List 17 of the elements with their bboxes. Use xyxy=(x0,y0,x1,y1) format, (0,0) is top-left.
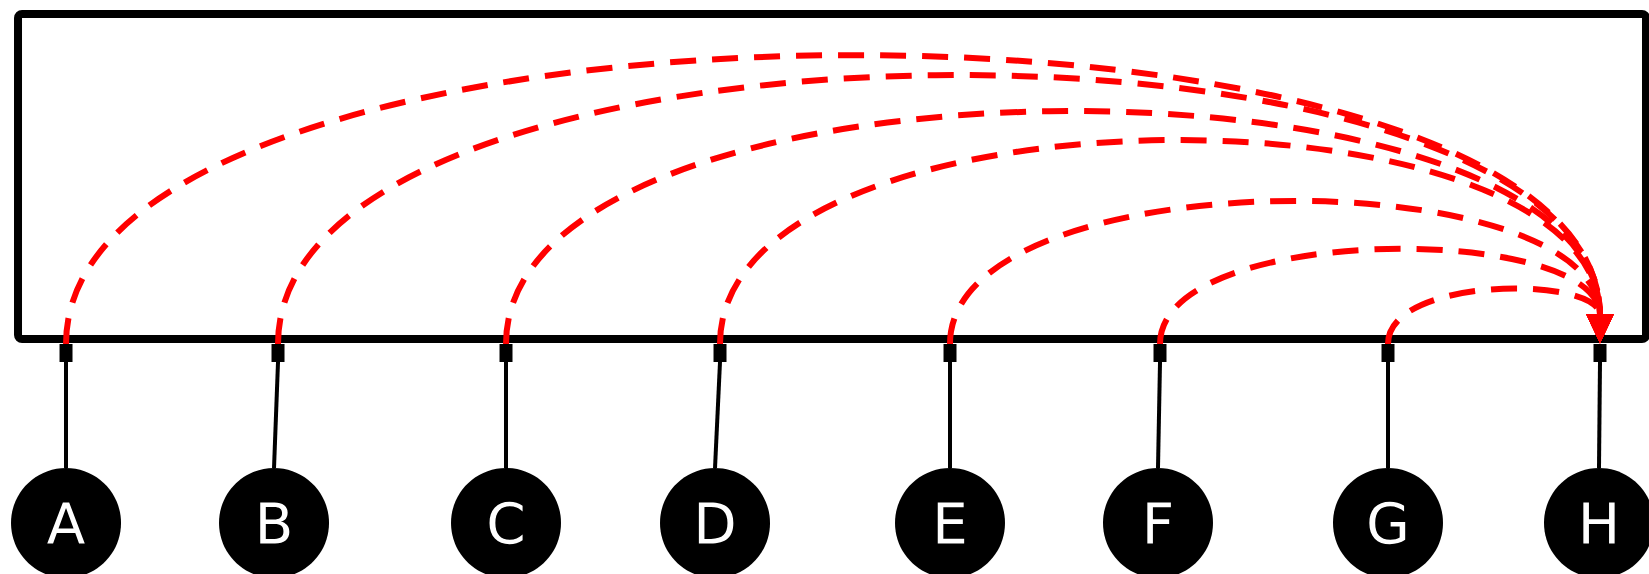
connector-line xyxy=(64,362,68,468)
connector-tab xyxy=(499,344,513,362)
connector-line xyxy=(1597,361,1602,468)
connector-line xyxy=(713,361,722,469)
connector-tab xyxy=(943,344,957,362)
connector-tab xyxy=(1381,344,1395,362)
connector-tab xyxy=(59,344,73,362)
connector-tab xyxy=(713,344,727,362)
connector-tab xyxy=(1593,344,1607,362)
connector-tab xyxy=(271,344,285,362)
connector-line xyxy=(1386,362,1390,468)
connector-line xyxy=(948,362,952,468)
connector-tab xyxy=(1153,344,1167,362)
connector-line xyxy=(504,362,508,468)
connector-line xyxy=(1156,361,1162,469)
connector-line xyxy=(272,361,280,469)
dashed-arc-arrow xyxy=(1385,285,1614,345)
